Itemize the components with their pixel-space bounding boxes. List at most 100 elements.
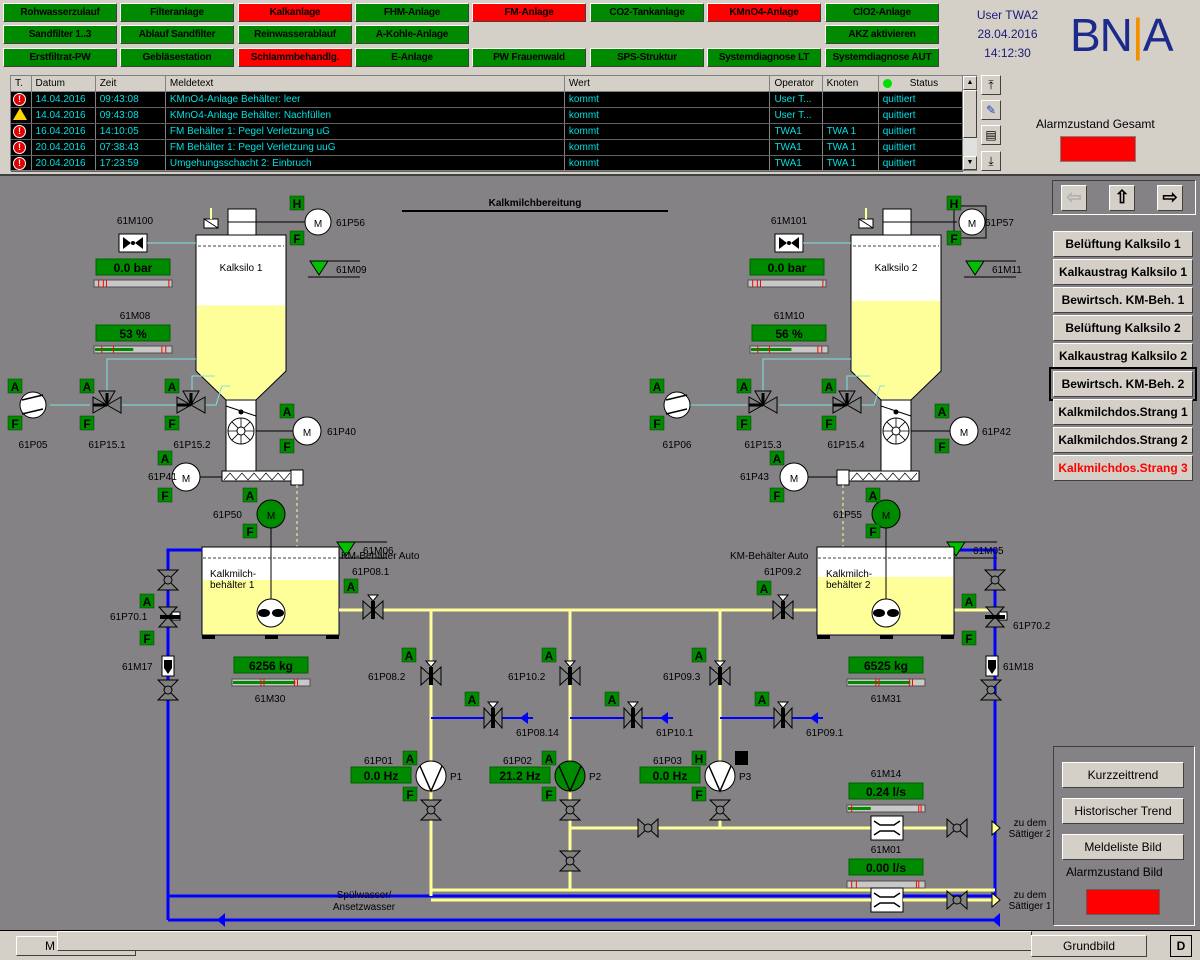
nav-button-ablauf-sandfilter[interactable]: Ablauf Sandfilter: [120, 25, 234, 44]
column-header-operator[interactable]: Operator: [769, 76, 823, 92]
side-nav-kalkaustrag-kalksilo-2[interactable]: Kalkaustrag Kalksilo 2: [1053, 343, 1193, 369]
valve-61p15-2-actuator2[interactable]: [189, 393, 193, 405]
side-nav-bel-ftung-kalksilo-1[interactable]: Belüftung Kalksilo 1: [1053, 231, 1193, 257]
scroll-up-button[interactable]: ▲: [963, 76, 977, 90]
column-header-status[interactable]: Status: [878, 76, 964, 92]
valve-61p15-2-f-badge[interactable]: [164, 415, 180, 431]
nav-button-clo2-anlage[interactable]: ClO2-Anlage: [825, 3, 939, 22]
pump-p1-mode-badge[interactable]: [402, 750, 418, 766]
motor-61p41[interactable]: [171, 462, 201, 492]
back-button[interactable]: ⇦: [1061, 185, 1087, 211]
valve-61p08-1-a-badge[interactable]: [343, 578, 359, 594]
motor-61p57-h-badge[interactable]: [946, 195, 962, 211]
alarm-list-button[interactable]: Meldeliste Bild: [1062, 834, 1184, 860]
valve-61p10-2-a-badge[interactable]: [541, 647, 557, 663]
motor-61p42-a-badge[interactable]: [934, 403, 950, 419]
column-header-t[interactable]: T.: [11, 76, 32, 92]
acknowledge-button[interactable]: ✎: [981, 100, 1001, 120]
nav-button-systemdiagnose-lt[interactable]: Systemdiagnose LT: [707, 48, 821, 67]
motor-61p42[interactable]: [949, 416, 979, 446]
column-header-zeit[interactable]: Zeit: [95, 76, 166, 92]
side-nav-bewirtsch-km-beh-1[interactable]: Bewirtsch. KM-Beh. 1: [1053, 287, 1193, 313]
valve-61p70-1-a-badge[interactable]: [139, 593, 155, 609]
nav-button-sandfilter-1-3[interactable]: Sandfilter 1..3: [3, 25, 117, 44]
nav-button-rohwasserzulauf[interactable]: Rohwasserzulauf: [3, 3, 117, 22]
historic-trend-button[interactable]: Historischer Trend: [1062, 798, 1184, 824]
d-button[interactable]: D: [1170, 935, 1192, 957]
side-nav-kalkmilchdos-strang-3[interactable]: Kalkmilchdos.Strang 3: [1053, 455, 1193, 481]
mixer-2[interactable]: [871, 598, 901, 628]
blower-61p05-f-badge[interactable]: [7, 415, 23, 431]
pump-p3-mode-badge[interactable]: [691, 750, 707, 766]
motor-61p56[interactable]: [304, 208, 332, 236]
valve-61p09-2-a-badge[interactable]: [756, 580, 772, 596]
valve-61p15-1-actuator2[interactable]: [105, 393, 109, 405]
nav-button-kmno4-anlage[interactable]: KMnO4-Anlage: [707, 3, 821, 22]
nav-button-gebl-sestation[interactable]: Gebläsestation: [120, 48, 234, 67]
motor-61p40[interactable]: [292, 416, 322, 446]
side-nav-kalkmilchdos-strang-1[interactable]: Kalkmilchdos.Strang 1: [1053, 399, 1193, 425]
side-nav-bel-ftung-kalksilo-2[interactable]: Belüftung Kalksilo 2: [1053, 315, 1193, 341]
valve-61p09-3-a-badge[interactable]: [691, 647, 707, 663]
scroll-thumb[interactable]: [963, 90, 977, 138]
pump-p1-f-badge[interactable]: [402, 786, 418, 802]
motor-61p57-f-badge[interactable]: [946, 230, 962, 246]
motor-61p50-f-badge[interactable]: [242, 523, 258, 539]
nav-button-fhm-anlage[interactable]: FHM-Anlage: [355, 3, 469, 22]
short-trend-button[interactable]: Kurzzeittrend: [1062, 762, 1184, 788]
side-nav-kalkaustrag-kalksilo-1[interactable]: Kalkaustrag Kalksilo 1: [1053, 259, 1193, 285]
nav-button-fm-anlage[interactable]: FM-Anlage: [472, 3, 586, 22]
nav-button-akz-aktivieren[interactable]: AKZ aktivieren: [825, 25, 939, 44]
nav-button-a-kohle-anlage[interactable]: A-Kohle-Anlage: [355, 25, 469, 44]
pump-p3-f-badge[interactable]: [691, 786, 707, 802]
motor-61p55-a-badge[interactable]: [865, 487, 881, 503]
valve-61p15-4-actuator2[interactable]: [845, 393, 849, 405]
column-header-datum[interactable]: Datum: [31, 76, 96, 92]
valve-61p70-1-f-badge[interactable]: [139, 630, 155, 646]
valve-61p15-3-actuator2[interactable]: [761, 393, 765, 405]
motor-61p43[interactable]: [779, 462, 809, 492]
nav-button-erstfiltrat-pw[interactable]: Erstfiltrat-PW: [3, 48, 117, 67]
valve-61p15-2-a-badge[interactable]: [164, 378, 180, 394]
motor-61p55-f-badge[interactable]: [865, 523, 881, 539]
column-header-wert[interactable]: Wert: [564, 76, 771, 92]
home-screen-button[interactable]: Grundbild: [1031, 935, 1147, 957]
nav-button-pw-frauenwald[interactable]: PW Frauenwald: [472, 48, 586, 67]
pump-p2-mode-badge[interactable]: [541, 750, 557, 766]
motor-61p40-a-badge[interactable]: [279, 403, 295, 419]
side-nav-bewirtsch-km-beh-2[interactable]: Bewirtsch. KM-Beh. 2: [1049, 367, 1197, 401]
blower-61p05-a-badge[interactable]: [7, 378, 23, 394]
blower-61p06-a-badge[interactable]: [649, 378, 665, 394]
nav-button-co2-tankanlage[interactable]: CO2-Tankanlage: [590, 3, 704, 22]
up-button[interactable]: ⇧: [1109, 185, 1135, 211]
motor-61p56-f-badge[interactable]: [289, 230, 305, 246]
scroll-bottom-button[interactable]: ⤓: [981, 151, 1001, 171]
nav-button-schlammbehandlg-[interactable]: Schlammbehandlg.: [238, 48, 352, 67]
nav-button-kalkanlage[interactable]: Kalkanlage: [238, 3, 352, 22]
motor-61p43-f-badge[interactable]: [769, 487, 785, 503]
forward-button[interactable]: ⇨: [1157, 185, 1183, 211]
scroll-down-button[interactable]: ▼: [963, 156, 977, 170]
motor-61p43-a-badge[interactable]: [769, 450, 785, 466]
motor-61p41-a-badge[interactable]: [157, 450, 173, 466]
column-header-meldetext[interactable]: Meldetext: [165, 76, 565, 92]
valve-61p15-4-f-badge[interactable]: [821, 415, 837, 431]
motor-61p56-h-badge[interactable]: [289, 195, 305, 211]
side-nav-kalkmilchdos-strang-2[interactable]: Kalkmilchdos.Strang 2: [1053, 427, 1193, 453]
nav-button-e-anlage[interactable]: E-Anlage: [355, 48, 469, 67]
valve-61p70-2-a-badge[interactable]: [961, 593, 977, 609]
motor-61p40-f-badge[interactable]: [279, 438, 295, 454]
mixer-1[interactable]: [256, 598, 286, 628]
column-header-knoten[interactable]: Knoten: [822, 76, 879, 92]
nav-button-sps-struktur[interactable]: SPS-Struktur: [590, 48, 704, 67]
nav-button-systemdiagnose-aut[interactable]: Systemdiagnose AUT: [825, 48, 939, 67]
motor-61p57[interactable]: [958, 208, 986, 236]
valve-61p15-1-f-badge[interactable]: [79, 415, 95, 431]
valve-61p08-14-a-badge[interactable]: [464, 691, 480, 707]
blower-61p06-f-badge[interactable]: [649, 415, 665, 431]
valve-61p15-3-a-badge[interactable]: [736, 378, 752, 394]
